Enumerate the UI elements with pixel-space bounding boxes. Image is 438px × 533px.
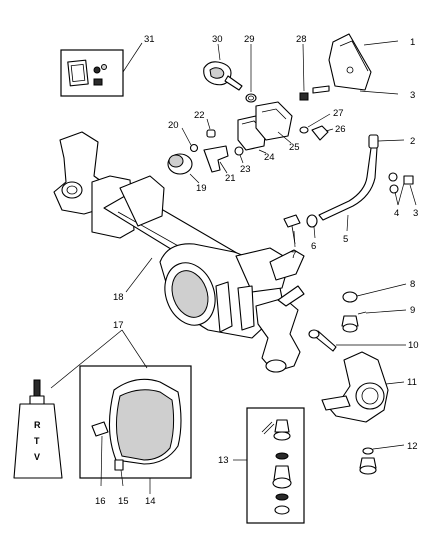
rtv-tube-label: R T V xyxy=(34,420,41,462)
part-27-washer xyxy=(299,113,331,134)
rtv-letter-t: T xyxy=(34,436,40,446)
callout-5: 5 xyxy=(343,234,348,245)
part-23-nut xyxy=(234,146,244,164)
callout-27: 27 xyxy=(333,108,344,119)
part-19-bushing xyxy=(167,153,200,184)
callout-3-top: 3 xyxy=(410,90,415,101)
part-12-lower-ball-joint xyxy=(359,444,405,475)
rtv-letter-r: R xyxy=(34,420,41,430)
callout-16: 16 xyxy=(95,496,106,507)
part-2-vent xyxy=(368,134,405,149)
part-6-plug xyxy=(306,214,318,239)
part-4-clips xyxy=(388,172,405,206)
callout-11: 11 xyxy=(407,377,417,388)
part-18-axle-housing xyxy=(53,131,305,373)
rtv-sealant-tube xyxy=(13,329,148,479)
callout-9: 9 xyxy=(410,305,415,316)
part-1-bracket xyxy=(312,33,399,95)
part-5-vent-hose xyxy=(318,147,378,232)
callout-numbers: 31 30 29 28 1 3 27 26 22 20 2 24 25 23 2… xyxy=(95,34,419,507)
callout-8: 8 xyxy=(410,279,415,290)
callout-23: 23 xyxy=(240,164,251,175)
callout-12: 12 xyxy=(407,441,418,452)
callout-15: 15 xyxy=(118,496,129,507)
part-7-sensor xyxy=(283,214,301,248)
callout-1: 1 xyxy=(410,37,415,48)
part-9-ball-joint xyxy=(341,309,407,333)
callout-24: 24 xyxy=(264,152,275,163)
callout-14: 14 xyxy=(145,496,156,507)
part-30-ball-joint xyxy=(203,43,243,91)
callout-29: 29 xyxy=(244,34,255,45)
callout-4: 4 xyxy=(394,208,399,219)
callout-2: 2 xyxy=(410,136,415,147)
callout-7: 7 xyxy=(291,250,296,261)
ball-joint-kit-box xyxy=(233,407,305,524)
part-21-clip xyxy=(203,145,229,174)
part-29-seal-ring xyxy=(245,44,257,103)
callout-30: 30 xyxy=(212,34,223,45)
callout-6: 6 xyxy=(311,241,316,252)
diff-cover-box xyxy=(79,365,192,494)
callout-18: 18 xyxy=(113,292,124,303)
callout-13: 13 xyxy=(218,455,229,466)
part-20-nut xyxy=(181,127,199,153)
part-25-block xyxy=(255,101,293,144)
rtv-letter-v: V xyxy=(34,452,40,462)
callout-3-right: 3 xyxy=(413,208,418,219)
callout-25: 25 xyxy=(289,142,300,153)
part-22-cap xyxy=(206,118,216,138)
part-26-fitting xyxy=(311,125,334,141)
part-8-cap xyxy=(342,283,407,303)
part-3-clip xyxy=(403,175,417,206)
part-28-bolt xyxy=(299,43,309,101)
vent-kit-box xyxy=(60,42,143,97)
callout-20: 20 xyxy=(168,120,179,131)
part-11-steering-knuckle xyxy=(321,351,405,423)
part-10-bolt xyxy=(308,329,406,352)
callout-21: 21 xyxy=(225,173,236,184)
callout-31: 31 xyxy=(144,34,155,45)
callout-17: 17 xyxy=(113,320,124,331)
callout-22: 22 xyxy=(194,110,205,121)
callout-19: 19 xyxy=(196,183,207,194)
callout-10: 10 xyxy=(408,340,419,351)
callout-28: 28 xyxy=(296,34,307,45)
callout-26: 26 xyxy=(335,124,346,135)
